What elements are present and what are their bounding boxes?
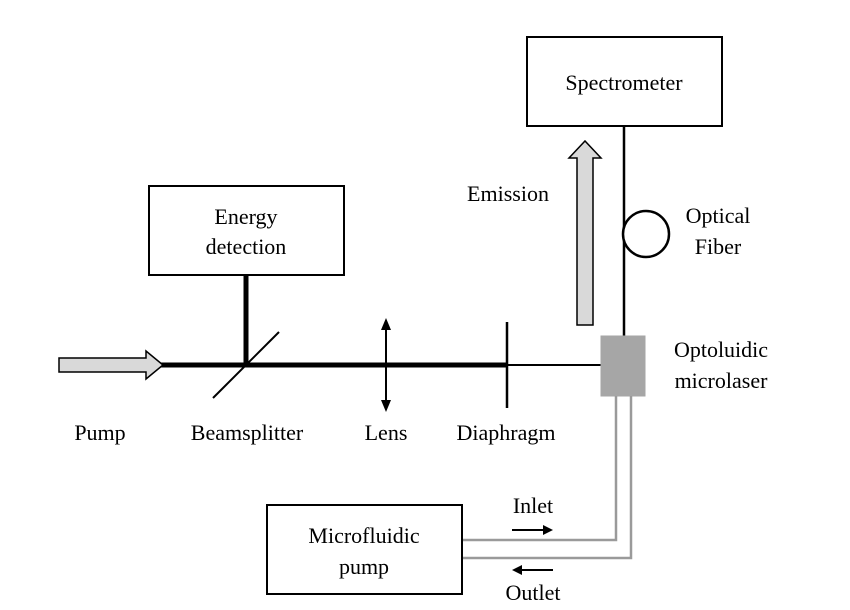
optofluidic-microlaser-label-line1: Optoluidic (674, 337, 768, 362)
beamsplitter-mirror (212, 331, 280, 399)
emission-arrow (567, 139, 603, 326)
outlet-label: Outlet (506, 580, 561, 605)
optofluidic-microlaser-chip (600, 335, 646, 397)
lens-arrowhead-bottom (381, 400, 391, 412)
energy-detection-label-line1: Energy (214, 204, 277, 229)
microfluidic-pump-label-line1: Microfluidic (308, 523, 419, 548)
microfluidic-pump-box (266, 504, 463, 595)
beamsplitter-label: Beamsplitter (191, 420, 304, 445)
optical-fiber-loop (621, 209, 671, 259)
outlet-tube (462, 396, 633, 560)
diaphragm-label: Diaphragm (457, 420, 556, 445)
energy-detection-box (148, 185, 345, 276)
optical-fiber-label-line2: Fiber (695, 234, 742, 259)
emission-label: Emission (467, 181, 549, 206)
pump-label: Pump (74, 420, 125, 445)
lens-arrowhead-top (381, 318, 391, 330)
inlet-tube (462, 396, 618, 542)
optical-fiber-label-line1: Optical (686, 203, 751, 228)
inlet-arrowhead (543, 525, 553, 535)
pump-arrow (58, 349, 165, 381)
outlet-arrowhead (512, 565, 522, 575)
energy-detection-label-line2: detection (206, 234, 287, 259)
microfluidic-pump-label-line2: pump (339, 554, 389, 579)
inlet-label: Inlet (513, 493, 553, 518)
spectrometer-label: Spectrometer (565, 70, 683, 95)
optofluidic-microlaser-label-line2: microlaser (675, 368, 769, 393)
lens-label: Lens (365, 420, 408, 445)
